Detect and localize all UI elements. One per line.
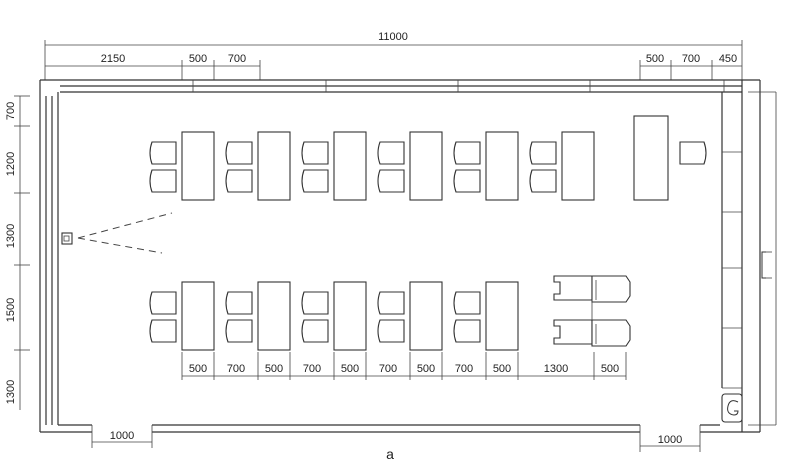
dimension-500-top: 500 (189, 53, 207, 65)
dimension-500-top-right: 500 (646, 53, 664, 65)
dimension-door-left: 1000 (110, 430, 134, 442)
desk-group-1 (149, 131, 215, 201)
desk-group-10 (377, 281, 443, 351)
room-walls (39, 79, 777, 433)
dim-b-5: 700 (379, 363, 397, 375)
dim-b-10: 500 (601, 363, 619, 375)
desk-group-9 (301, 281, 367, 351)
corner-fixture (721, 393, 743, 423)
dimension-doors: 1000 1000 (91, 425, 701, 452)
camera-sensor (61, 212, 173, 254)
figure-label: a (386, 446, 394, 462)
dim-b-9: 1300 (544, 363, 568, 375)
dimension-left-1500: 1500 (5, 298, 17, 322)
dimension-bottom-row: 500 700 500 700 500 700 500 700 500 1300… (181, 352, 627, 380)
dimension-door-right: 1000 (658, 434, 682, 446)
desk-group-11 (453, 281, 519, 351)
dim-b-0: 500 (189, 363, 207, 375)
dim-b-4: 500 (341, 363, 359, 375)
dimension-top-left: 2150 500 700 (45, 53, 261, 80)
desk-group-7 (149, 281, 215, 351)
dimension-overall-width: 11000 (44, 31, 743, 80)
armchair-group (553, 275, 631, 347)
dim-b-6: 500 (417, 363, 435, 375)
desk-group-8 (225, 281, 291, 351)
dim-b-8: 500 (493, 363, 511, 375)
desk-row-lower (149, 275, 631, 351)
dim-b-2: 500 (265, 363, 283, 375)
dimension-11000: 11000 (378, 31, 408, 43)
dim-b-7: 700 (455, 363, 473, 375)
desk-group-2 (225, 131, 291, 201)
dimension-450-top-right: 450 (719, 53, 737, 65)
dim-b-3: 700 (303, 363, 321, 375)
desk-group-5 (453, 131, 519, 201)
dimension-700-top: 700 (228, 53, 246, 65)
dim-b-1: 700 (227, 363, 245, 375)
dimension-left-1300-b: 1300 (5, 380, 17, 404)
dimension-left-side: 700 1200 1300 1500 1300 (5, 95, 30, 410)
desk-group-3 (301, 131, 367, 201)
dimension-left-700: 700 (5, 102, 17, 120)
desk-group-6 (529, 131, 595, 201)
desk-group-4 (377, 131, 443, 201)
dimension-left-1300-a: 1300 (5, 224, 17, 248)
dimension-700-top-right: 700 (682, 53, 700, 65)
dimension-2150: 2150 (101, 53, 125, 65)
teacher-desk (633, 115, 707, 201)
desk-row-upper (149, 115, 707, 201)
dimension-top-right: 500 700 450 (639, 53, 742, 80)
dimension-left-1200: 1200 (5, 152, 17, 176)
